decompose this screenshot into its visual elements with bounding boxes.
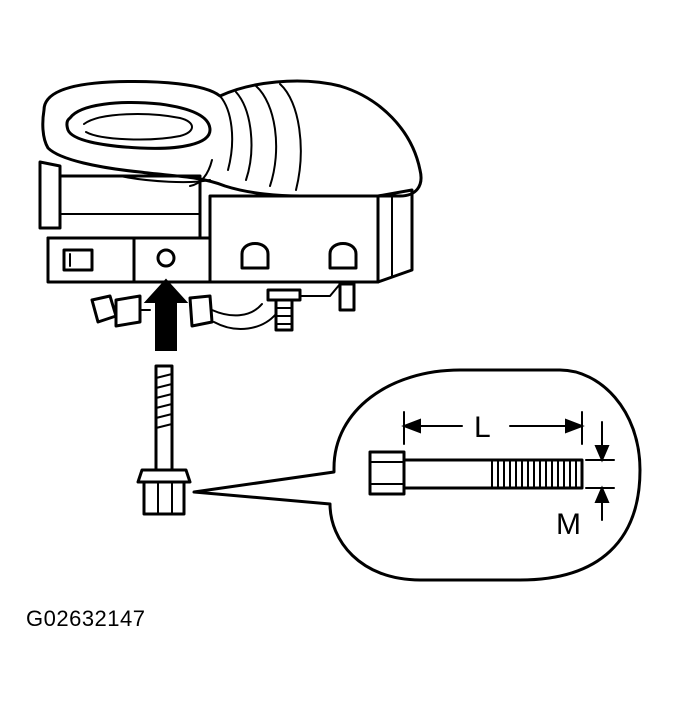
shift-lever-assembly [38,79,423,332]
length-label: L [474,411,491,444]
insertion-arrow [143,278,189,351]
bolt-detail-callout [192,368,642,582]
figure-id: G02632147 [26,606,146,631]
length-dimension: L [401,411,585,445]
diameter-label: M [556,508,581,541]
diameter-dimension: M [556,421,615,541]
bolt [136,364,192,516]
bolt-detail [368,450,584,496]
